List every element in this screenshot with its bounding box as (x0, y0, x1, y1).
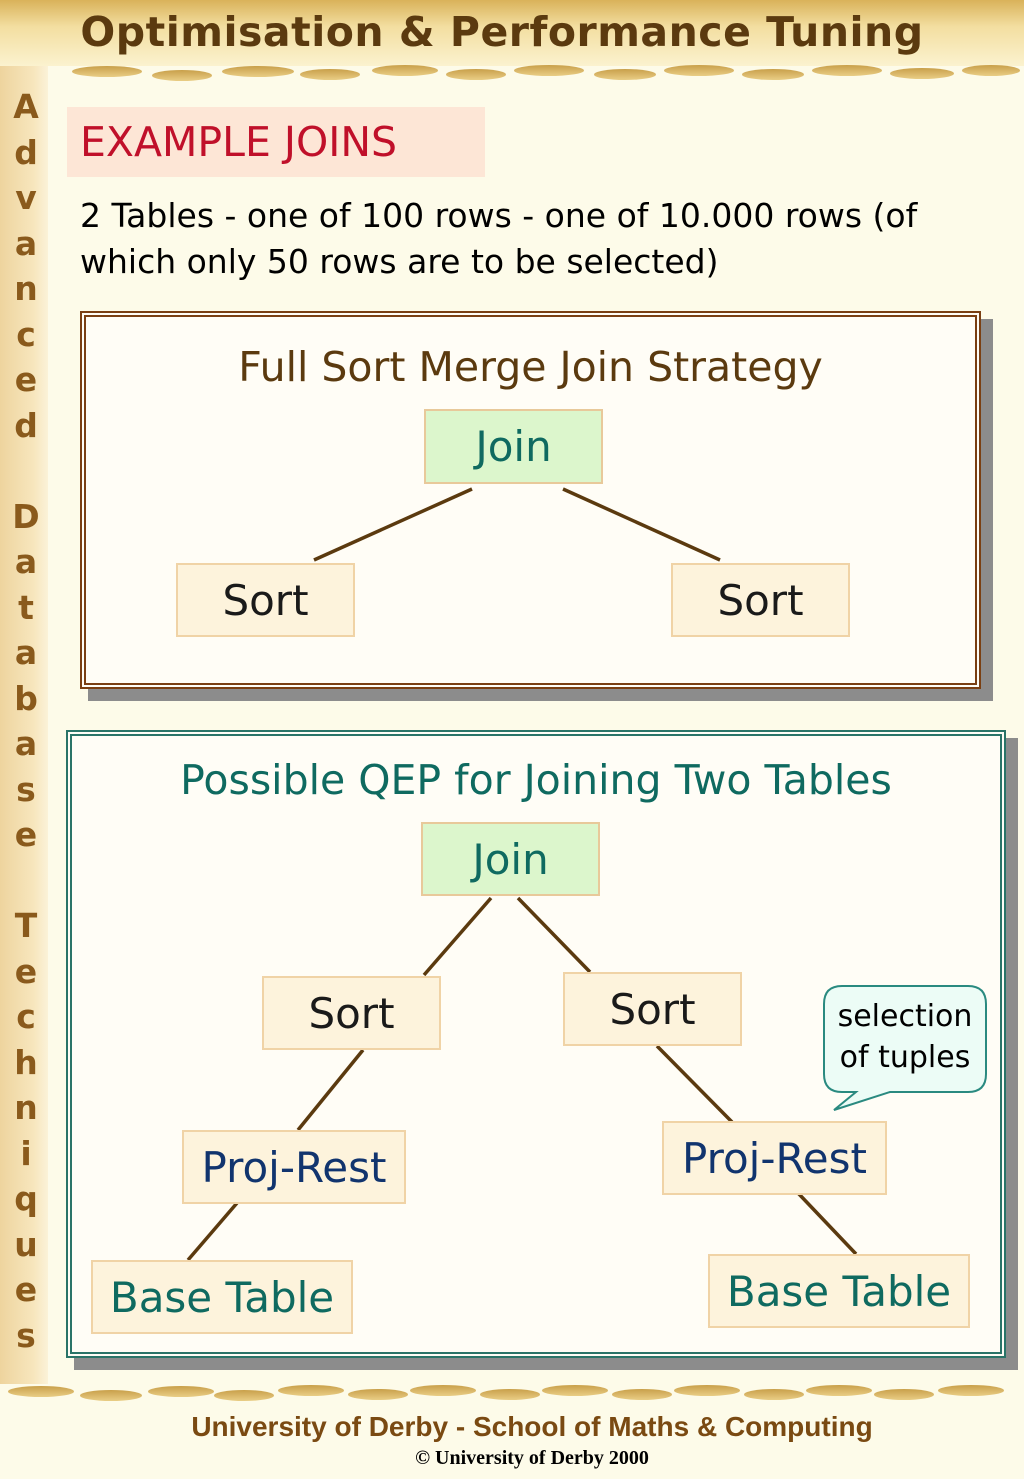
sidebar-letter: T (14, 906, 38, 945)
sidebar-letter: d (14, 405, 38, 445)
callout-text: selection of tuples (837, 999, 973, 1075)
sidebar-letter: q (14, 1179, 38, 1218)
sidebar-gap (4, 858, 48, 904)
sidebar-letter: c (16, 997, 36, 1036)
diagram2-sort-right-label: Sort (609, 984, 696, 1034)
sidebar-letter: A (13, 87, 39, 126)
diagram2-base-right-node: Base Table (708, 1254, 970, 1328)
sidebar-letter: i (20, 1133, 32, 1173)
diagram1-sort-right-node: Sort (671, 563, 850, 637)
sidebar-letter: e (14, 360, 38, 399)
diagram1-join-node: Join (424, 409, 603, 484)
sidebar-letter: n (14, 269, 38, 308)
sidebar-letter: s (16, 1315, 36, 1355)
diagram1-sort-right-label: Sort (717, 575, 804, 625)
diagram2-proj-right-node: Proj-Rest (662, 1121, 887, 1195)
diagram1-sort-left-label: Sort (222, 575, 309, 625)
sidebar-letter: a (14, 542, 38, 581)
sidebar-letter: d (14, 132, 38, 172)
sort-merge-title: Full Sort Merge Join Strategy (238, 343, 823, 391)
diagram2-proj-left-label: Proj-Rest (201, 1142, 387, 1192)
sidebar-letter: a (14, 223, 38, 263)
diagram2-proj-right-label: Proj-Rest (682, 1133, 867, 1183)
diagram2-sort-left-node: Sort (262, 976, 441, 1050)
sidebar-letter: e (14, 1270, 38, 1309)
qep-title: Possible QEP for Joining Two Tables (180, 756, 892, 804)
sidebar-letter: c (16, 314, 36, 354)
bottom-decorative-rule (0, 1380, 1024, 1404)
footer-institution: University of Derby - School of Maths & … (191, 1411, 873, 1442)
sidebar-letter: a (14, 724, 38, 763)
sidebar-letter: D (12, 496, 40, 536)
sidebar (0, 66, 48, 1384)
sidebar-letter: h (14, 1042, 38, 1082)
sidebar-letter: t (18, 587, 34, 627)
diagram1-join-label: Join (475, 422, 552, 471)
slide-title: Optimisation & Performance Tuning (80, 8, 924, 56)
diagram2-join-node: Join (421, 822, 600, 896)
sidebar-letter: e (14, 815, 38, 854)
sidebar-letter: s (16, 769, 36, 809)
sidebar-letter: a (14, 633, 38, 672)
diagram1-sort-left-node: Sort (176, 563, 355, 637)
footer-copyright: © University of Derby 2000 (415, 1447, 649, 1469)
diagram2-sort-right-node: Sort (563, 972, 742, 1046)
diagram2-base-left-label: Base Table (109, 1272, 335, 1322)
title-bar (0, 0, 1024, 66)
diagram2-base-right-label: Base Table (726, 1266, 952, 1316)
sidebar-letter: e (14, 951, 38, 991)
section-heading-text: EXAMPLE JOINS (80, 118, 398, 166)
diagram2-base-left-node: Base Table (91, 1260, 353, 1334)
diagram2-join-label: Join (472, 834, 549, 884)
footer (0, 1410, 1024, 1479)
diagram2-sort-left-label: Sort (308, 988, 395, 1038)
section-heading: EXAMPLE JOINS (67, 107, 485, 177)
diagram2-proj-left-node: Proj-Rest (182, 1130, 406, 1204)
sidebar-letter: b (14, 678, 38, 718)
intro-text: 2 Tables - one of 100 rows - one of 10.0… (80, 196, 918, 281)
sidebar-letter: v (15, 178, 37, 217)
top-decorative-rule (0, 60, 1024, 84)
sidebar-letter: n (14, 1088, 38, 1127)
sidebar-gap (4, 448, 48, 494)
sidebar-letter: u (14, 1224, 38, 1264)
